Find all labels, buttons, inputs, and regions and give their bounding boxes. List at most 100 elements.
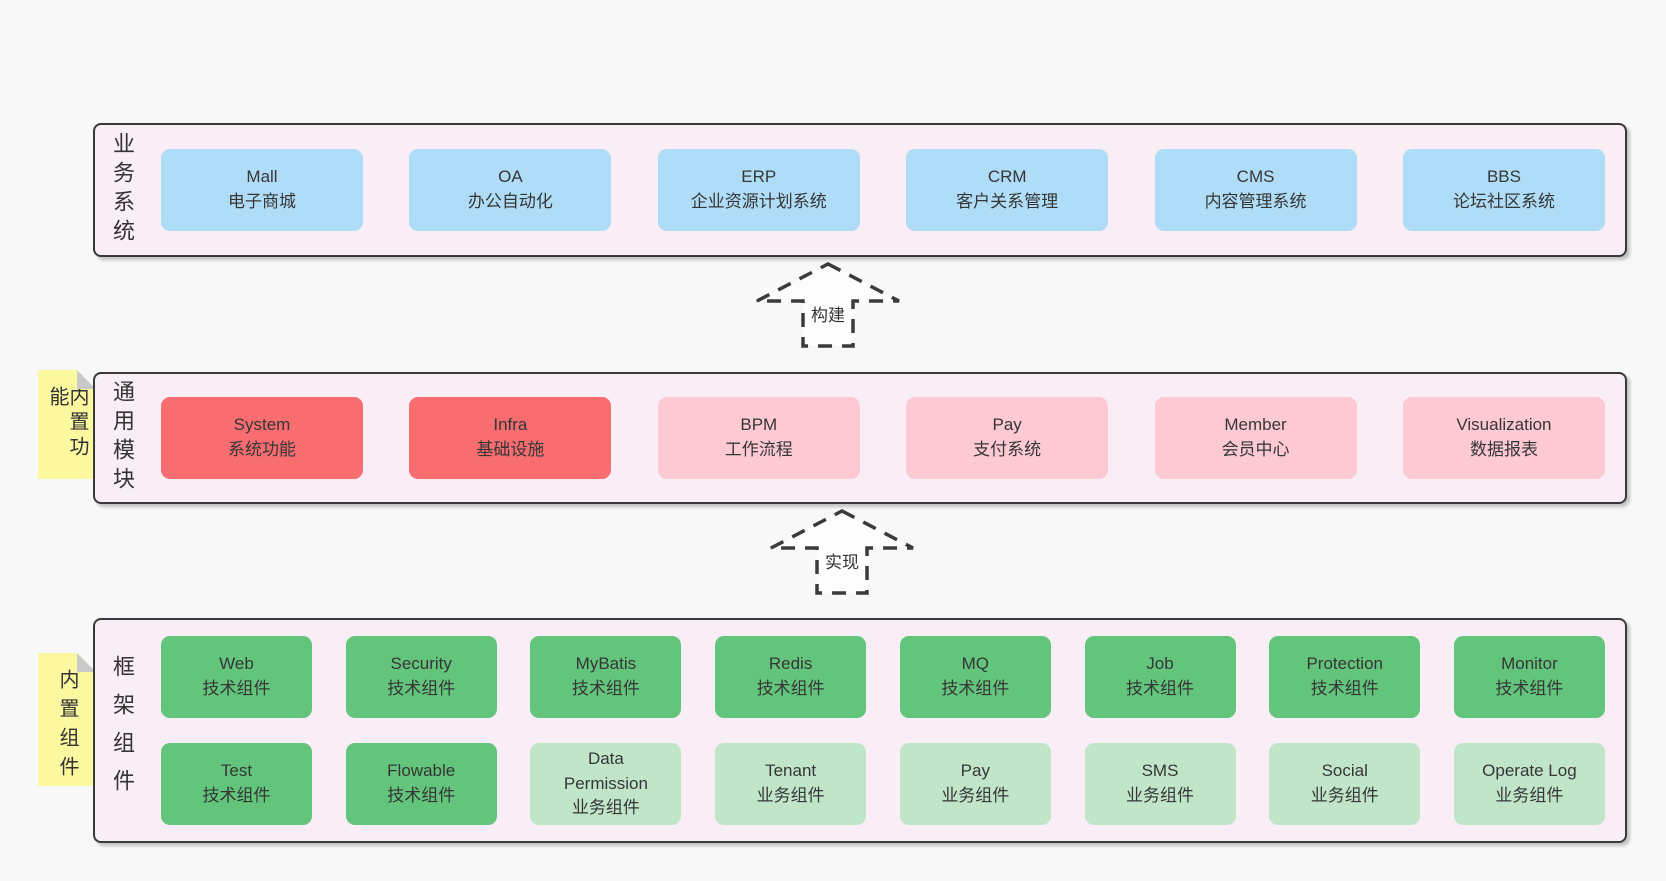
box-subtitle: 业务组件	[1495, 786, 1564, 805]
implement-arrow: 实现	[767, 507, 917, 597]
box-title: Tenant	[765, 761, 817, 781]
box-title: OA	[498, 167, 523, 187]
module-box-bpm: BPM 工作流程	[657, 397, 860, 479]
component-box-monitor: Monitor 技术组件	[1453, 636, 1605, 718]
box-subtitle: 内容管理系统	[1204, 192, 1307, 211]
framework-components-grid: Web 技术组件 Security 技术组件 MyBatis 技术组件 Redi…	[161, 636, 1605, 825]
common-modules-panel: 通用模块 System 系统功能 Infra 基础设施 BPM 工作流程 Pay…	[93, 372, 1627, 504]
business-systems-panel: 业务系统 Mall 电子商城 OA 办公自动化 ERP 企业资源计划系统 CRM…	[93, 123, 1627, 257]
box-subtitle: 基础设施	[476, 440, 545, 459]
box-subtitle: 技术组件	[202, 679, 271, 698]
framework-components-panel: 框架组件 Web 技术组件 Security 技术组件 MyBatis 技术组件…	[93, 618, 1627, 843]
component-box-protection: Protection 技术组件	[1269, 636, 1421, 718]
box-title: MyBatis	[575, 654, 637, 674]
box-subtitle: 企业资源计划系统	[690, 192, 827, 211]
box-title: BBS	[1486, 167, 1521, 187]
component-box-mq: MQ 技术组件	[899, 636, 1051, 718]
arrow-label: 构建	[809, 301, 847, 326]
box-title: CRM	[987, 167, 1027, 187]
box-subtitle: 业务组件	[756, 786, 825, 805]
component-box-tenant: Tenant 业务组件	[715, 743, 867, 825]
component-box-redis: Redis 技术组件	[715, 636, 867, 718]
box-title: Monitor	[1501, 654, 1558, 674]
component-box-security: Security 技术组件	[345, 636, 497, 718]
box-subtitle: 业务组件	[941, 786, 1010, 805]
box-subtitle: 工作流程	[724, 440, 793, 459]
box-title: Operate Log	[1482, 761, 1577, 781]
box-subtitle: 论坛社区系统	[1452, 192, 1555, 211]
module-box-erp: ERP 企业资源计划系统	[657, 149, 860, 231]
box-subtitle: 技术组件	[1310, 679, 1379, 698]
box-title: Pay	[960, 761, 990, 781]
panel-label-common-modules: 通用模块	[110, 380, 135, 496]
box-title: Member	[1224, 415, 1287, 435]
component-box-pay: Pay 业务组件	[899, 743, 1051, 825]
box-title: System	[233, 415, 291, 435]
box-title: Job	[1146, 654, 1174, 674]
box-title: BPM	[740, 415, 778, 435]
box-subtitle: 技术组件	[1126, 679, 1195, 698]
box-title: Social	[1321, 761, 1368, 781]
module-box-member: Member 会员中心	[1154, 397, 1357, 479]
box-title: Test	[220, 761, 253, 781]
sticky-note-built-in-functions: 内置功能	[38, 370, 96, 479]
box-title: Mall	[246, 167, 278, 187]
box-subtitle: 技术组件	[387, 679, 456, 698]
module-box-bbs: BBS 论坛社区系统	[1402, 149, 1605, 231]
box-subtitle: 业务组件	[1310, 786, 1379, 805]
biz-components-row: Test 技术组件 Flowable 技术组件 Data Permission …	[161, 743, 1605, 825]
box-title: Web	[219, 654, 254, 674]
component-box-test: Test 技术组件	[161, 743, 312, 825]
box-subtitle: 办公自动化	[467, 192, 553, 211]
box-subtitle: 技术组件	[202, 786, 271, 805]
panel-label-business-systems: 业务系统	[110, 132, 135, 248]
common-modules-row: System 系统功能 Infra 基础设施 BPM 工作流程 Pay 支付系统…	[161, 397, 1605, 479]
box-subtitle: 技术组件	[571, 679, 640, 698]
box-title: MQ	[961, 654, 989, 674]
box-subtitle: 业务组件	[1126, 786, 1195, 805]
box-title: Visualization	[1456, 415, 1552, 435]
box-subtitle: 业务组件	[571, 798, 640, 818]
component-box-job: Job 技术组件	[1084, 636, 1236, 718]
module-box-pay: Pay 支付系统	[906, 397, 1109, 479]
component-box-sms: SMS 业务组件	[1084, 743, 1236, 825]
component-box-mybatis: MyBatis 技术组件	[530, 636, 682, 718]
tech-components-row: Web 技术组件 Security 技术组件 MyBatis 技术组件 Redi…	[161, 636, 1605, 718]
box-title: Flowable	[387, 761, 456, 781]
module-box-oa: OA 办公自动化	[409, 149, 612, 231]
box-title: Security	[390, 654, 452, 674]
business-systems-row: Mall 电子商城 OA 办公自动化 ERP 企业资源计划系统 CRM 客户关系…	[161, 149, 1605, 231]
sticky-note-label: 内置功能	[46, 386, 88, 461]
arrow-label: 实现	[823, 548, 861, 573]
module-box-cms: CMS 内容管理系统	[1154, 149, 1357, 231]
component-box-operate-log: Operate Log 业务组件	[1453, 743, 1605, 825]
box-title: SMS	[1141, 761, 1179, 781]
component-box-social: Social 业务组件	[1269, 743, 1421, 825]
box-subtitle: 技术组件	[1495, 679, 1564, 698]
box-title: ERP	[741, 167, 777, 187]
box-title: Data Permission	[563, 749, 648, 793]
sticky-note-built-in-components: 内置组件	[38, 653, 96, 786]
module-box-visualization: Visualization 数据报表	[1402, 397, 1605, 479]
module-box-infra: Infra 基础设施	[409, 397, 612, 479]
box-subtitle: 技术组件	[756, 679, 825, 698]
box-title: Pay	[992, 415, 1022, 435]
build-arrow: 构建	[753, 260, 903, 350]
box-title: Redis	[768, 654, 813, 674]
component-box-data-permission: Data Permission 业务组件	[530, 743, 682, 825]
box-title: Infra	[493, 415, 528, 435]
box-subtitle: 电子商城	[228, 192, 296, 211]
box-subtitle: 数据报表	[1469, 440, 1538, 459]
module-box-crm: CRM 客户关系管理	[906, 149, 1109, 231]
sticky-note-label: 内置组件	[56, 669, 78, 785]
box-subtitle: 支付系统	[973, 440, 1042, 459]
box-subtitle: 系统功能	[228, 440, 296, 459]
box-title: Protection	[1306, 654, 1383, 674]
box-subtitle: 会员中心	[1221, 440, 1290, 459]
panel-label-framework-components: 框架组件	[110, 654, 135, 807]
box-title: CMS	[1236, 167, 1275, 187]
component-box-web: Web 技术组件	[161, 636, 312, 718]
module-box-system: System 系统功能	[161, 397, 363, 479]
component-box-flowable: Flowable 技术组件	[345, 743, 497, 825]
